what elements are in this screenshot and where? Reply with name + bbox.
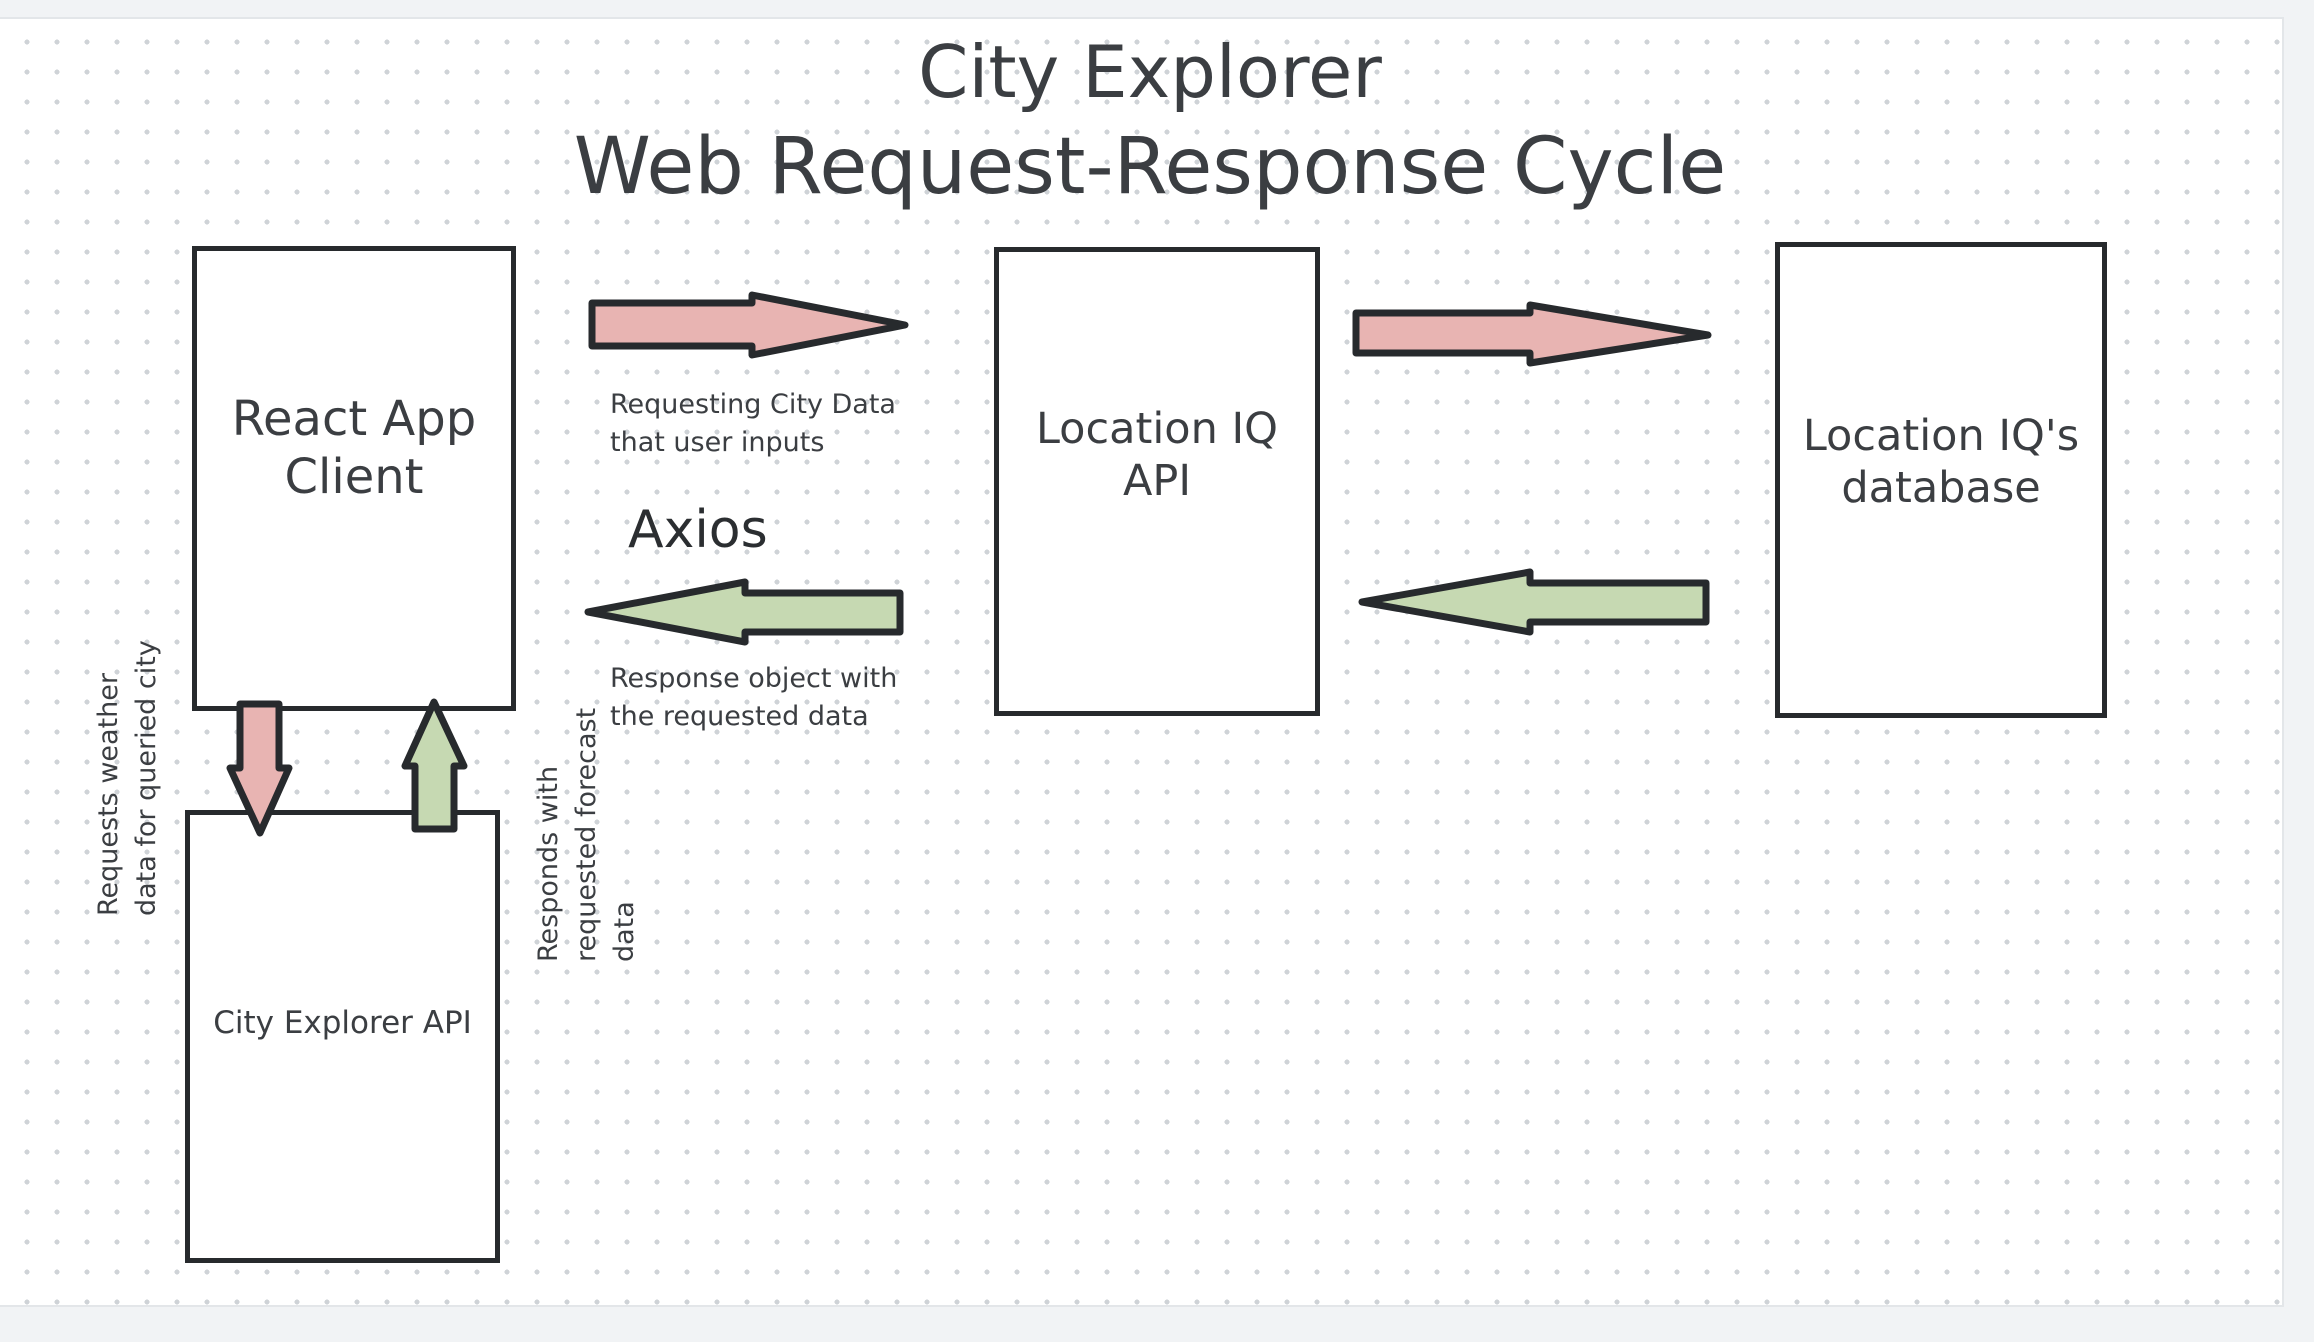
label-requests-weather: Requests weather data for queried city [93, 640, 162, 916]
node-react-client-label: React App Client [231, 391, 477, 505]
diagram-subtitle: Web Request-Response Cycle [573, 122, 1727, 212]
node-locationiq-database-label: Location IQ's database [1802, 411, 2080, 513]
node-react-client[interactable]: React App Client [192, 246, 516, 711]
node-locationiq-api[interactable]: Location IQ API [994, 247, 1320, 716]
label-response-object: Response object with the requested data [610, 663, 898, 732]
node-locationiq-database[interactable]: Location IQ's database [1775, 242, 2107, 718]
label-axios: Axios [628, 500, 768, 560]
label-request-city-data: Requesting City Data that user inputs [610, 389, 896, 458]
node-city-explorer-api-label: City Explorer API [213, 1005, 472, 1041]
diagram-title: City Explorer [918, 30, 1382, 114]
label-responds-forecast: Responds with requested forecast data [533, 707, 640, 962]
node-city-explorer-api[interactable]: City Explorer API [185, 810, 500, 1263]
node-locationiq-api-label: Location IQ API [1035, 404, 1279, 506]
